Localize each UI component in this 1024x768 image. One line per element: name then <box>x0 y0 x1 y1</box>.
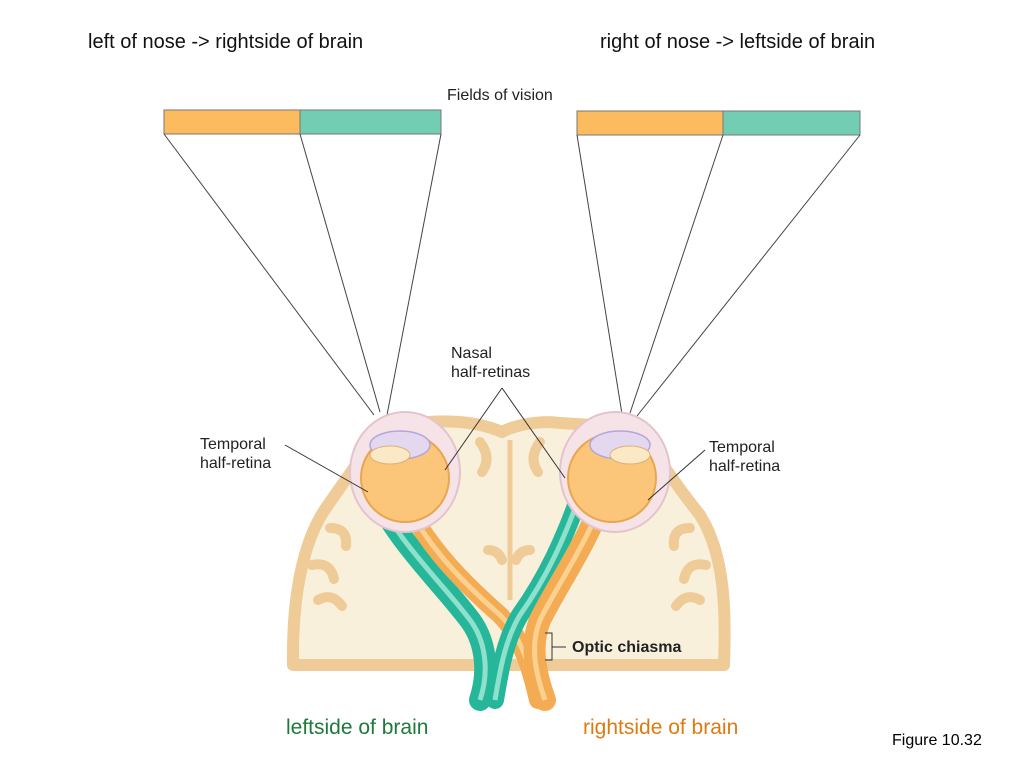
label-nasal-line1: Nasal <box>451 345 492 362</box>
left-eye-visual-field <box>163 109 442 135</box>
leader-temporal-right <box>647 449 706 501</box>
caption-left-of-nose: left of nose -> rightside of brain <box>88 31 364 53</box>
label-leader-lines <box>284 387 706 661</box>
label-fields-of-vision: Fields of vision <box>447 87 553 104</box>
figure-number: Figure 10.32 <box>892 732 982 749</box>
left-eyeball <box>349 411 461 533</box>
label-nasal: Nasal half-retinas <box>451 344 530 382</box>
label-nasal-line2: half-retinas <box>451 364 531 381</box>
label-temporal-left-line1: Temporal <box>200 436 266 453</box>
sight-line <box>576 134 623 415</box>
label-temporal-right-line1: Temporal <box>709 439 775 456</box>
caption-right-of-nose: right of nose -> leftside of brain <box>600 31 876 53</box>
label-temporal-right-line2: half-retina <box>709 458 781 475</box>
leader-nasal-right <box>501 387 566 479</box>
right-eye-field-right-half <box>722 110 861 136</box>
sight-line <box>636 134 861 417</box>
leader-nasal-left <box>444 387 503 471</box>
left-eye-field-right-half <box>299 109 442 135</box>
sight-line <box>629 134 724 414</box>
label-temporal-left: Temporal half-retina <box>200 435 271 473</box>
sight-line <box>163 133 375 416</box>
label-optic-chiasma: Optic chiasma <box>572 639 682 656</box>
right-eyeball <box>559 411 671 533</box>
sight-line <box>386 133 442 416</box>
right-eye-field-left-half <box>576 110 724 136</box>
right-eye-visual-field <box>576 110 861 136</box>
caption-leftside-of-brain: leftside of brain <box>286 716 429 739</box>
leader-temporal-left <box>284 444 369 493</box>
left-eye-field-left-half <box>163 109 301 135</box>
caption-rightside-of-brain: rightside of brain <box>583 716 739 739</box>
label-temporal-right: Temporal half-retina <box>709 438 780 476</box>
label-temporal-left-line2: half-retina <box>200 455 272 472</box>
sight-line <box>299 133 381 413</box>
sight-lines <box>163 133 861 417</box>
